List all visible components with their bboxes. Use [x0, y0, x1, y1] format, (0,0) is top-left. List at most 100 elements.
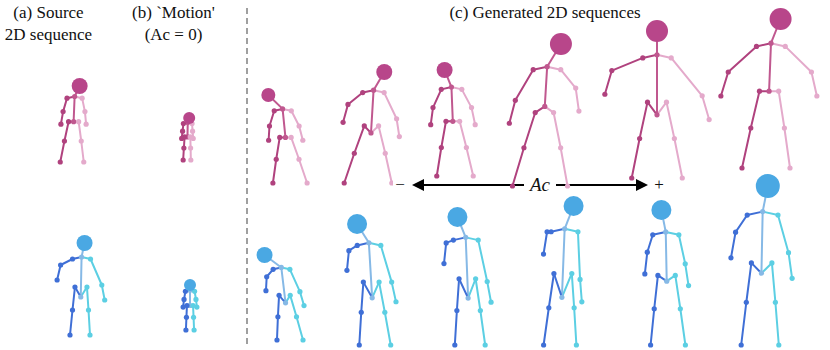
- joint-dot: [637, 136, 642, 141]
- bone-line: [64, 122, 68, 141]
- bone-line: [276, 317, 279, 340]
- bone-line: [640, 102, 648, 138]
- bone-line: [348, 93, 363, 105]
- joint-dot: [454, 308, 459, 313]
- joint-dot: [680, 175, 685, 180]
- joint-dot: [382, 90, 387, 95]
- joint-dot: [55, 277, 60, 282]
- bone-line: [702, 96, 709, 120]
- joint-dot: [744, 300, 749, 305]
- head-circle: [646, 20, 668, 42]
- joint-dot: [181, 157, 186, 162]
- joint-dot: [451, 238, 456, 243]
- joint-dot: [64, 96, 69, 101]
- joint-dot: [573, 85, 578, 90]
- bone-line: [273, 159, 276, 183]
- joint-dot: [439, 145, 444, 150]
- joint-dot: [297, 123, 302, 128]
- bone-line: [728, 46, 756, 72]
- joint-dot: [640, 55, 645, 60]
- bone-line: [397, 119, 400, 137]
- joint-dot: [769, 260, 774, 265]
- joint-dot: [87, 332, 92, 337]
- joint-dot: [456, 276, 461, 281]
- joint-dot: [579, 299, 584, 304]
- bone-line: [444, 243, 446, 264]
- joint-dot: [574, 342, 579, 347]
- joint-dot: [533, 110, 538, 115]
- joint-dot: [305, 180, 310, 185]
- bone-line: [392, 282, 396, 302]
- joint-dot: [652, 306, 657, 311]
- bone-line: [60, 141, 64, 162]
- bone-line: [91, 259, 102, 285]
- bone-line: [457, 279, 459, 311]
- joint-dot: [733, 230, 738, 235]
- joint-dot: [551, 271, 556, 276]
- joint-dot: [749, 260, 754, 265]
- joint-dot: [383, 151, 388, 156]
- bone-line: [554, 273, 562, 297]
- joint-dot: [439, 87, 444, 92]
- joint-dot: [71, 119, 76, 124]
- joint-dot: [180, 129, 185, 134]
- joint-dot: [565, 183, 570, 188]
- bone-line: [544, 308, 549, 345]
- joint-dot: [287, 267, 292, 272]
- joint-dot: [183, 327, 188, 332]
- divider-line: [246, 8, 248, 346]
- bone-line: [515, 70, 533, 101]
- joint-dot: [86, 307, 91, 312]
- joint-dot: [397, 134, 402, 139]
- joint-dot: [270, 180, 275, 185]
- joint-dot: [602, 92, 607, 97]
- joint-dot: [388, 342, 393, 347]
- bone-line: [290, 295, 296, 316]
- joint-dot: [296, 157, 301, 162]
- bone-line: [671, 58, 702, 96]
- bone-line: [554, 113, 561, 148]
- arrow-head: [636, 179, 648, 191]
- joint-dot: [60, 109, 65, 114]
- bone-line: [73, 287, 75, 310]
- bone-line: [675, 275, 680, 308]
- bone-line: [524, 113, 535, 148]
- bone-line: [645, 252, 647, 274]
- joint-dot: [297, 289, 302, 294]
- joint-dot: [72, 284, 77, 289]
- joint-dot: [394, 116, 399, 121]
- bone-line: [359, 312, 361, 345]
- joint-dot: [559, 295, 564, 300]
- joint-dot: [669, 55, 674, 60]
- joint-dot: [300, 138, 305, 143]
- joint-dot: [531, 67, 536, 72]
- joint-dot: [344, 268, 349, 273]
- joint-dot: [188, 157, 193, 162]
- joint-dot: [776, 342, 781, 347]
- head-circle: [564, 196, 584, 216]
- axis-label: Ac: [528, 174, 552, 196]
- bone-line: [665, 232, 668, 281]
- bone-line: [74, 96, 75, 121]
- joint-dot: [664, 100, 669, 105]
- joint-dot: [469, 105, 474, 110]
- bone-line: [632, 139, 640, 179]
- bone-line: [361, 282, 363, 312]
- joint-dot: [67, 332, 72, 337]
- joint-dot: [58, 262, 63, 267]
- joint-dot: [686, 283, 691, 288]
- bone-line: [70, 310, 73, 335]
- bone-line: [761, 212, 762, 274]
- joint-dot: [782, 125, 787, 130]
- joint-dot: [283, 135, 288, 140]
- bone-line: [772, 263, 775, 302]
- joint-dot: [473, 276, 478, 281]
- joint-dot: [70, 307, 75, 312]
- bone-line: [487, 282, 491, 303]
- bone-line: [343, 104, 348, 122]
- bone-line: [784, 128, 790, 168]
- bone-line: [742, 128, 751, 168]
- bone-line: [466, 148, 473, 177]
- bone-line: [685, 264, 688, 286]
- joint-dot: [181, 145, 186, 150]
